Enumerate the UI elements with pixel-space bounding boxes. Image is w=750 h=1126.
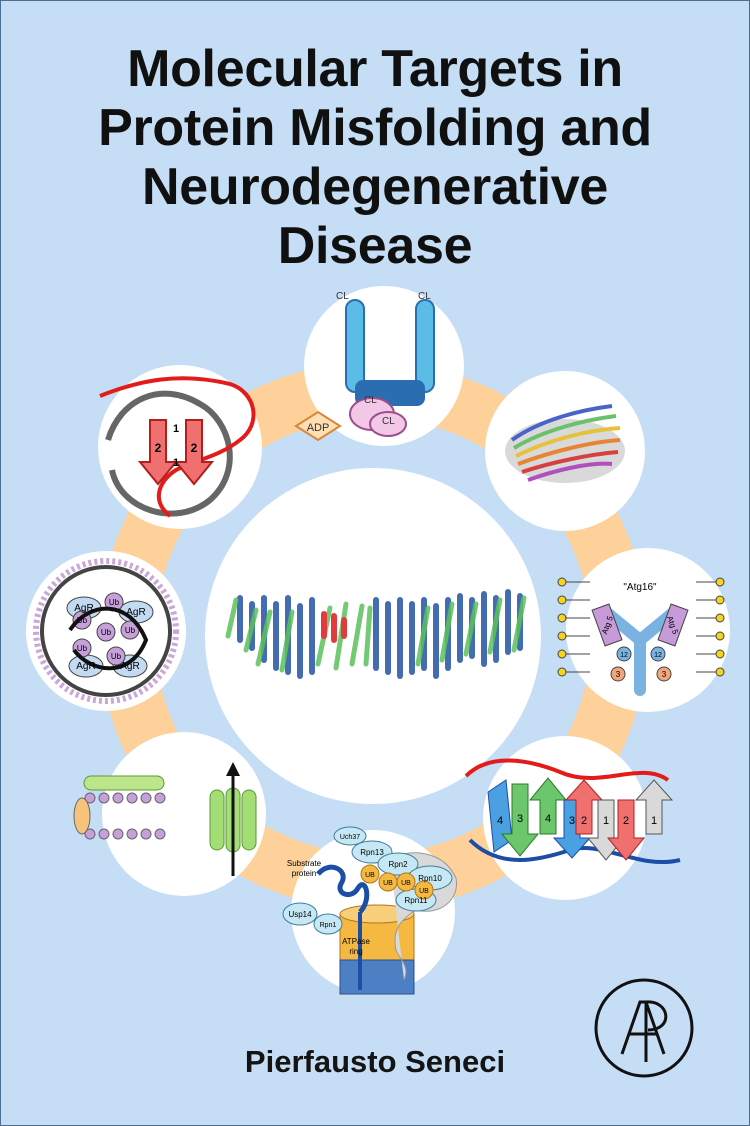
ub-label-a: UB <box>365 872 375 879</box>
panel-bottom-left-membrane <box>73 732 266 896</box>
substrate-label-line2: protein <box>292 869 316 878</box>
cl-label-top-right: CL <box>418 291 431 302</box>
author-name: Pierfausto Seneci <box>244 1044 506 1079</box>
title-line-3: Neurodegenerative <box>142 158 608 216</box>
adp-label: ADP <box>307 422 330 434</box>
arrow-label-2b: 2 <box>623 815 629 827</box>
ub-label-c: UB <box>401 880 411 887</box>
title-line-2: Protein Misfolding and <box>98 99 652 157</box>
panel-top-chaperone: ADP CL CL CL CL <box>294 286 464 446</box>
amyloid-fibril-illustration <box>225 589 527 679</box>
agr-label-3: AgR <box>76 661 95 672</box>
arrow-label-3a: 3 <box>517 813 523 825</box>
ub-label-5: Ub <box>77 644 88 653</box>
uch37-label: Uch37 <box>340 834 360 841</box>
rpn1-label: Rpn1 <box>320 922 337 929</box>
agr-label-4: AgR <box>120 661 139 672</box>
atg16-label: "Atg16" <box>623 582 657 593</box>
cl-label-mid: CL <box>364 395 377 406</box>
num-3-left: 3 <box>616 670 621 679</box>
ub-label-4: Ub <box>125 626 136 635</box>
ub-label-6: Ub <box>111 652 122 661</box>
strand-label-1b: 1 <box>173 457 179 469</box>
ub-label-2: Ub <box>77 616 88 625</box>
rpn2-label: Rpn2 <box>388 860 408 869</box>
title-line-4: Disease <box>277 217 473 275</box>
ub-label-b: UB <box>383 880 393 887</box>
atpase-label-line1: ATPase <box>342 937 370 946</box>
panel-left-aggregate: AgR AgR AgR AgR Ub Ub Ub Ub Ub Ub <box>26 551 186 711</box>
strand-label-2a: 2 <box>155 441 162 455</box>
arrow-label-4b: 4 <box>545 813 551 825</box>
cl-label-low: CL <box>382 416 395 427</box>
panel-bottom-right-sheets: 4 3 4 3 2 1 2 1 <box>464 736 681 900</box>
strand-label-1a: 1 <box>173 423 179 435</box>
arrow-label-4a: 4 <box>497 815 503 827</box>
panel-top-left-misfold: 2 1 2 1 <box>98 365 262 529</box>
atpase-label-line2: ring <box>349 947 362 956</box>
arrow-label-1b: 1 <box>651 815 657 827</box>
agr-label-2: AgR <box>126 607 145 618</box>
arrow-label-1a: 1 <box>603 815 609 827</box>
rpn11-label: Rpn11 <box>405 896 429 905</box>
arrow-label-2a: 2 <box>581 815 587 827</box>
title-line-1: Molecular Targets in <box>127 40 623 98</box>
panel-bottom-proteasome: Uch37 Rpn13 Rpn2 Rpn10 Rpn11 Rpn1 Usp14 … <box>282 826 457 995</box>
substrate-label-line1: Substrate <box>287 859 322 868</box>
num-12-left: 12 <box>620 652 628 659</box>
panel-right-autophagy: "Atg16" Atg 5 Atg 5 12 12 3 3 <box>557 548 730 712</box>
num-3-right: 3 <box>662 670 667 679</box>
strand-label-2b: 2 <box>191 441 198 455</box>
book-title: Molecular Targets in Protein Misfolding … <box>20 40 730 276</box>
ub-label-d: UB <box>419 888 429 895</box>
ub-label-1: Ub <box>109 598 120 607</box>
num-12-right: 12 <box>654 652 662 659</box>
panel-top-right-fibril <box>485 371 645 531</box>
arrow-label-3b: 3 <box>569 815 575 827</box>
agr-label-1: AgR <box>74 603 93 614</box>
ub-label-3: Ub <box>101 628 112 637</box>
rpn13-label: Rpn13 <box>360 848 384 857</box>
usp14-label: Usp14 <box>288 910 312 919</box>
publisher-logo-icon <box>594 978 694 1078</box>
rpn10-label: Rpn10 <box>418 874 442 883</box>
cl-label-top-left: CL <box>336 291 349 302</box>
